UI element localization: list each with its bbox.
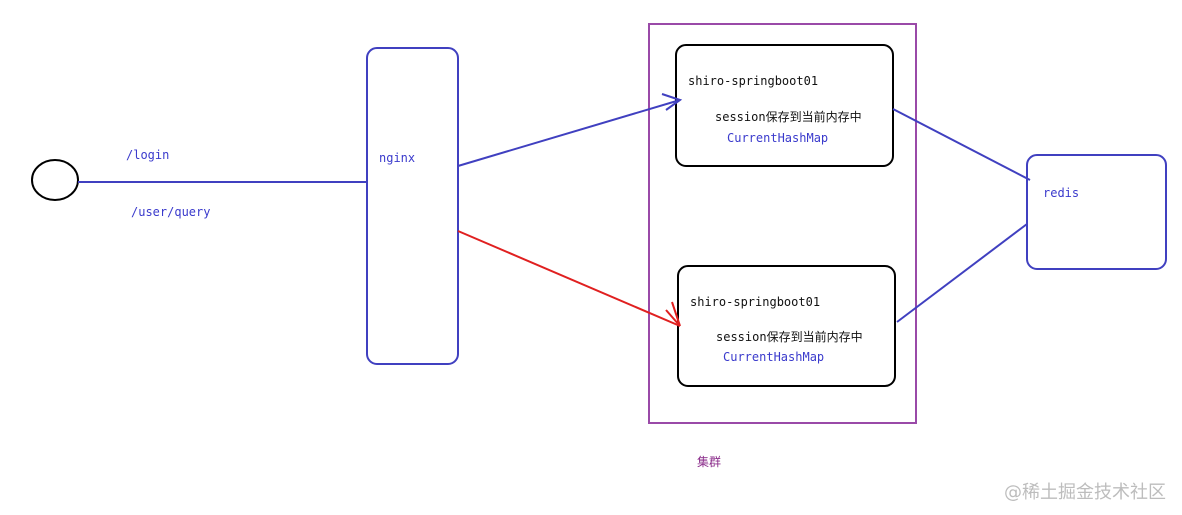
nginx-server2-edge (457, 230, 681, 327)
redis-label: redis (1043, 186, 1080, 200)
server1-session-text: session保存到当前内存中 (715, 110, 862, 124)
nginx-server1-arrowhead (661, 93, 683, 111)
server2-redis-edge (896, 223, 1028, 323)
server2-map-text: CurrentHashMap (723, 350, 825, 364)
cluster-label: 集群 (697, 455, 722, 469)
server2-session-text: session保存到当前内存中 (716, 330, 863, 344)
server1-title: shiro-springboot01 (688, 74, 819, 88)
nginx-node (366, 47, 459, 365)
login-label: /login (126, 148, 170, 162)
nginx-server2-arrowhead (665, 301, 681, 327)
server1-map-text: CurrentHashMap (727, 131, 829, 145)
user-query-label: /user/query (131, 205, 211, 219)
server1-node (675, 44, 894, 167)
client-node (31, 159, 79, 201)
server2-title: shiro-springboot01 (690, 295, 821, 309)
redis-node (1026, 154, 1167, 270)
watermark: @稀土掘金技术社区 (1004, 482, 1166, 503)
nginx-label: nginx (379, 151, 416, 165)
server1-redis-edge (892, 108, 1031, 181)
server2-node (677, 265, 896, 387)
cluster-boundary (648, 23, 917, 424)
nginx-server1-edge (457, 99, 681, 167)
